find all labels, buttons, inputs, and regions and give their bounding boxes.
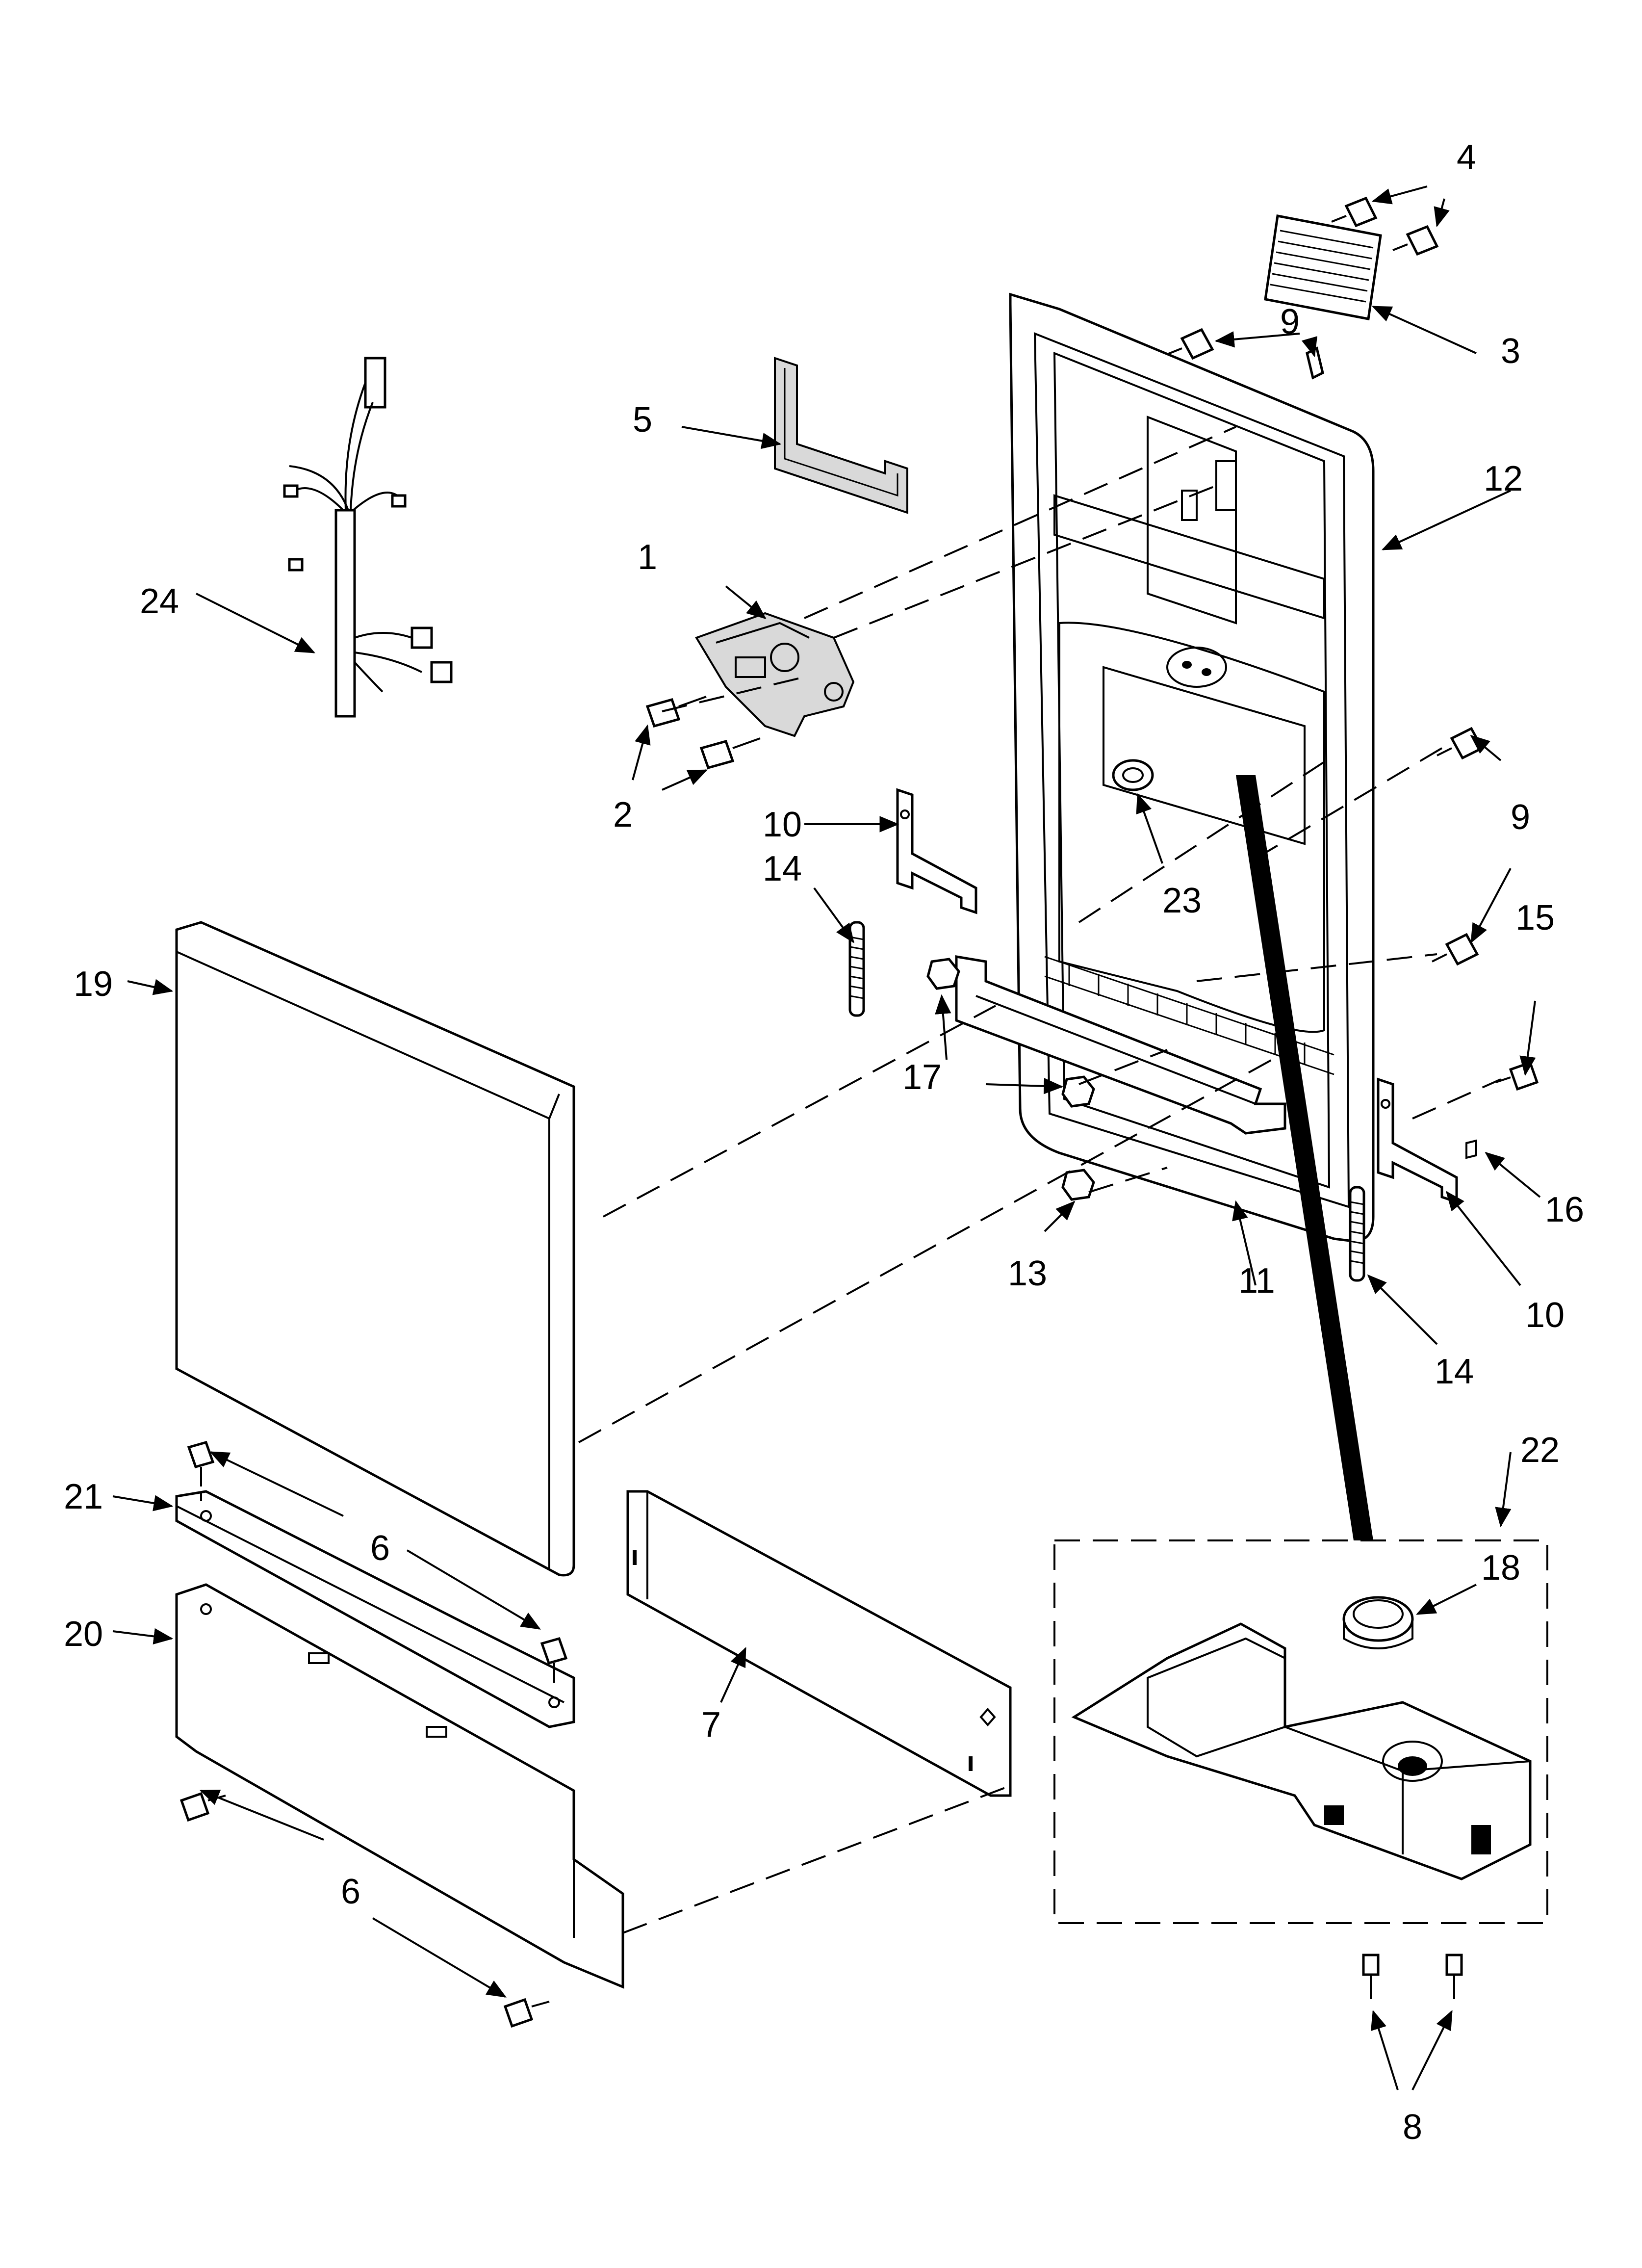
callout-13: 13: [1008, 1254, 1047, 1293]
callout-22: 22: [1520, 1431, 1560, 1470]
spring-right-part: [1349, 1186, 1365, 1282]
callout-3: 3: [1501, 332, 1520, 371]
callout-24: 24: [140, 582, 179, 621]
callout-17: 17: [902, 1058, 942, 1097]
callout-21: 21: [64, 1477, 103, 1516]
callout-10-left: 10: [763, 805, 802, 844]
callout-labels: 1 2 3 4 5 6 6 7 8 9 9 10 10 11 12 13 14 …: [64, 138, 1584, 2147]
clip-16-part: [1465, 1139, 1477, 1159]
dispenser-kit-part: [1053, 775, 1548, 1924]
nuts-part: [926, 958, 1095, 1201]
callout-12: 12: [1484, 459, 1523, 498]
bottom-rail-part: [955, 955, 1286, 1135]
toe-panel-part: [175, 1583, 624, 1989]
wire-harness-part: [283, 357, 453, 718]
callout-18: 18: [1481, 1548, 1520, 1588]
callout-23: 23: [1162, 881, 1202, 920]
door-latch-part: [695, 612, 855, 737]
callout-4: 4: [1457, 138, 1476, 177]
callout-6-upper: 6: [370, 1529, 390, 1568]
callout-15: 15: [1515, 898, 1555, 938]
screw-15-part: [1495, 1061, 1539, 1091]
latch-screws-part: [645, 696, 761, 770]
spring-left-part: [848, 921, 865, 1017]
hinge-bracket-left-part: [896, 788, 977, 914]
vent-knob-part: [1112, 759, 1154, 791]
kick-strip-part: [626, 1490, 1012, 1797]
callout-1: 1: [638, 538, 657, 577]
callout-8: 8: [1403, 2108, 1422, 2147]
vent-grille-part: [1264, 214, 1382, 320]
dispenser-screws-part: [1362, 1954, 1463, 1999]
callout-5: 5: [633, 400, 652, 440]
callout-6-lower: 6: [341, 1872, 360, 1911]
callout-20: 20: [64, 1615, 103, 1654]
u-gasket-part: [774, 357, 908, 514]
callout-9-upper: 9: [1280, 302, 1300, 341]
callout-19: 19: [74, 965, 113, 1004]
hinge-bracket-right-part: [1377, 1077, 1458, 1204]
callout-14-right: 14: [1435, 1352, 1474, 1391]
leader-arrows: [112, 185, 1541, 2090]
callout-7: 7: [701, 1705, 721, 1745]
assembly-guides: [200, 426, 1501, 1934]
callout-14-left: 14: [763, 849, 802, 888]
callout-9-lower: 9: [1511, 798, 1530, 837]
callout-16: 16: [1545, 1190, 1584, 1229]
outer-door-panel-part: [175, 921, 575, 1577]
trim-bracket-part: [175, 1490, 575, 1728]
callout-11: 11: [1238, 1261, 1275, 1301]
grille-screws-part: [1331, 196, 1439, 256]
callout-10-right: 10: [1525, 1296, 1565, 1335]
callout-2: 2: [613, 795, 633, 834]
